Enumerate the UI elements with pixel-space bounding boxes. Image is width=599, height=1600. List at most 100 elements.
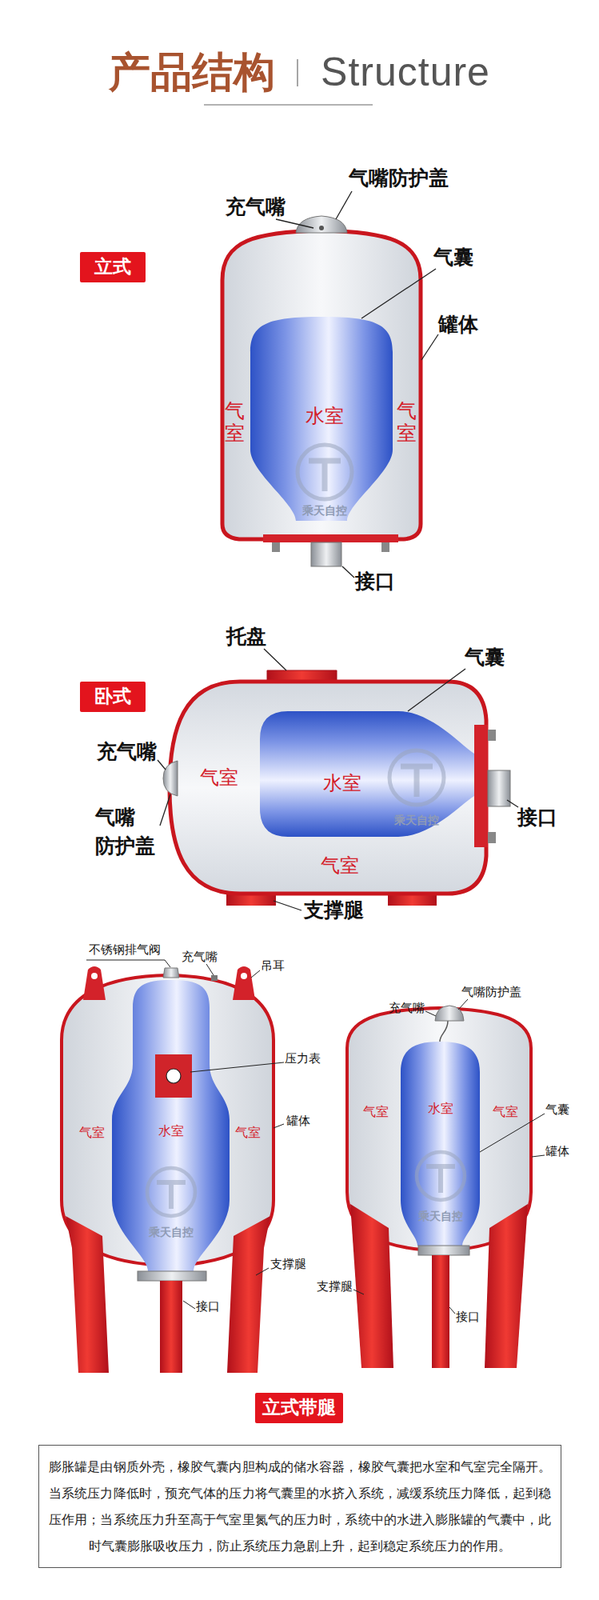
part-label: 气嘴 防护盖 <box>95 802 159 862</box>
part-label: 压力表 <box>284 1050 321 1066</box>
title-english: Structure <box>320 47 491 96</box>
part-label: 支撑腿 <box>270 1256 307 1271</box>
page-title: 产品结构 <box>108 47 276 97</box>
watermark-logo-part <box>308 460 341 492</box>
chamber-label: 水室 <box>158 1122 184 1139</box>
part-label: 充气嘴 <box>225 195 286 220</box>
horizontal-tank-part <box>474 724 488 847</box>
watermark: 乘天自控 <box>302 503 348 518</box>
leader-lines-part <box>353 1289 364 1294</box>
part-label: 气囊 <box>464 645 505 670</box>
leader-lines-part <box>449 1306 456 1314</box>
part-label: 气囊 <box>545 1102 570 1117</box>
watermark-logo-part <box>297 444 352 500</box>
chamber-label: 气室 <box>79 1124 105 1140</box>
horizontal-tank <box>163 670 511 906</box>
leader-lines-part <box>206 963 214 975</box>
leader-lines <box>353 998 545 1314</box>
leader-lines-part <box>425 1010 436 1016</box>
legged-tank-large-part <box>65 1215 109 1373</box>
watermark-logo-part <box>426 1166 456 1193</box>
horizontal-tank-part <box>487 770 511 807</box>
leader-lines-part <box>275 219 314 228</box>
chamber-label: 气室 <box>396 399 417 444</box>
legged-tank-large-part <box>155 1054 192 1098</box>
part-label: 充气嘴 <box>181 949 218 964</box>
leader-lines-part <box>255 1267 269 1275</box>
vertical-tank-part <box>295 215 348 233</box>
badge-text: 立式 <box>94 255 132 277</box>
title-decoration-part <box>296 59 299 87</box>
watermark-logo-part <box>147 1167 196 1216</box>
chamber-label: 气室 <box>235 1124 261 1140</box>
legged-tank-small <box>347 1005 532 1368</box>
chamber-label: 气室 <box>320 854 360 878</box>
badge-text: 卧式 <box>94 685 132 707</box>
chamber-label: 水室 <box>427 1100 454 1116</box>
part-label: 气嘴防护盖 <box>461 984 522 999</box>
leader-lines-part <box>342 566 355 578</box>
horizontal-tank-part <box>163 760 178 796</box>
legged-tank-small-part <box>350 1203 394 1368</box>
watermark: 乘天自控 <box>394 813 440 827</box>
part-label: 充气嘴 <box>388 1000 425 1015</box>
style-badge: 卧式 <box>79 681 146 712</box>
part-label: 接口 <box>355 569 396 594</box>
legged-tank-large-part <box>240 972 248 979</box>
vertical-tank-part <box>311 542 342 567</box>
watermark-logo-part <box>389 750 444 805</box>
leader-lines-part <box>183 1300 196 1309</box>
chamber-label: 气室 <box>224 399 245 444</box>
leader-lines-part <box>159 794 171 826</box>
part-label: 支撑腿 <box>316 1278 353 1294</box>
vertical-tank-part <box>263 534 399 543</box>
legged-tank-large-part <box>159 1280 183 1373</box>
title-decoration-part <box>203 103 373 106</box>
vertical-tank <box>222 215 421 567</box>
leader-lines-part <box>507 799 519 807</box>
legged-tank-small-part <box>347 1007 532 1250</box>
part-label: 支撑腿 <box>303 898 364 923</box>
part-label: 托盘 <box>226 624 267 649</box>
part-label: 接口 <box>517 805 558 830</box>
chamber-label: 水室 <box>323 771 362 795</box>
leader-lines-part <box>458 998 468 1010</box>
legged-tank-large-part <box>211 974 218 981</box>
part-label: 气嘴防护盖 <box>348 166 449 191</box>
style-badge: 立式 <box>79 251 146 283</box>
horizontal-tank-part <box>487 831 496 843</box>
part-label: 充气嘴 <box>96 739 157 764</box>
part-label: 罐体 <box>286 1113 311 1128</box>
leader-lines-part <box>190 1062 284 1072</box>
legged-tank-large-part <box>137 1270 207 1281</box>
chamber-label: 气室 <box>492 1103 519 1119</box>
leader-lines <box>86 959 284 1309</box>
watermark-logo <box>416 1151 465 1200</box>
legged-tank-small-part <box>418 1245 470 1255</box>
leader-lines-part <box>86 959 171 967</box>
part-label: 接口 <box>195 1298 220 1314</box>
watermark-logo-part <box>156 1182 186 1209</box>
leader-lines-part <box>273 1123 284 1128</box>
horizontal-tank-part <box>169 681 487 894</box>
leader-lines-part <box>273 900 302 911</box>
legged-tank-small-part <box>439 1020 448 1042</box>
part-label: 罐体 <box>545 1143 570 1159</box>
style-badge: 立式带腿 <box>255 1392 344 1423</box>
leader-lines-part <box>251 970 260 978</box>
leader-lines <box>157 648 519 911</box>
watermark: 乘天自控 <box>418 1209 464 1223</box>
vertical-tank-part <box>250 316 393 521</box>
leader-lines <box>275 191 439 578</box>
legged-tank-large-part <box>232 966 256 1000</box>
legged-tank-large-part <box>166 1068 181 1083</box>
watermark-logo <box>389 750 444 805</box>
vertical-tank-part <box>222 230 421 540</box>
part-label: 接口 <box>455 1309 480 1324</box>
leader-lines-part <box>407 668 466 711</box>
legged-tank-large-part <box>227 1215 271 1373</box>
caption-box: 膨胀罐是由钢质外壳，橡胶气囊内胆构成的储水容器，橡胶气囊把水室和气室完全隔开。当… <box>38 1444 562 1568</box>
legged-tank-small-part <box>484 1203 528 1368</box>
